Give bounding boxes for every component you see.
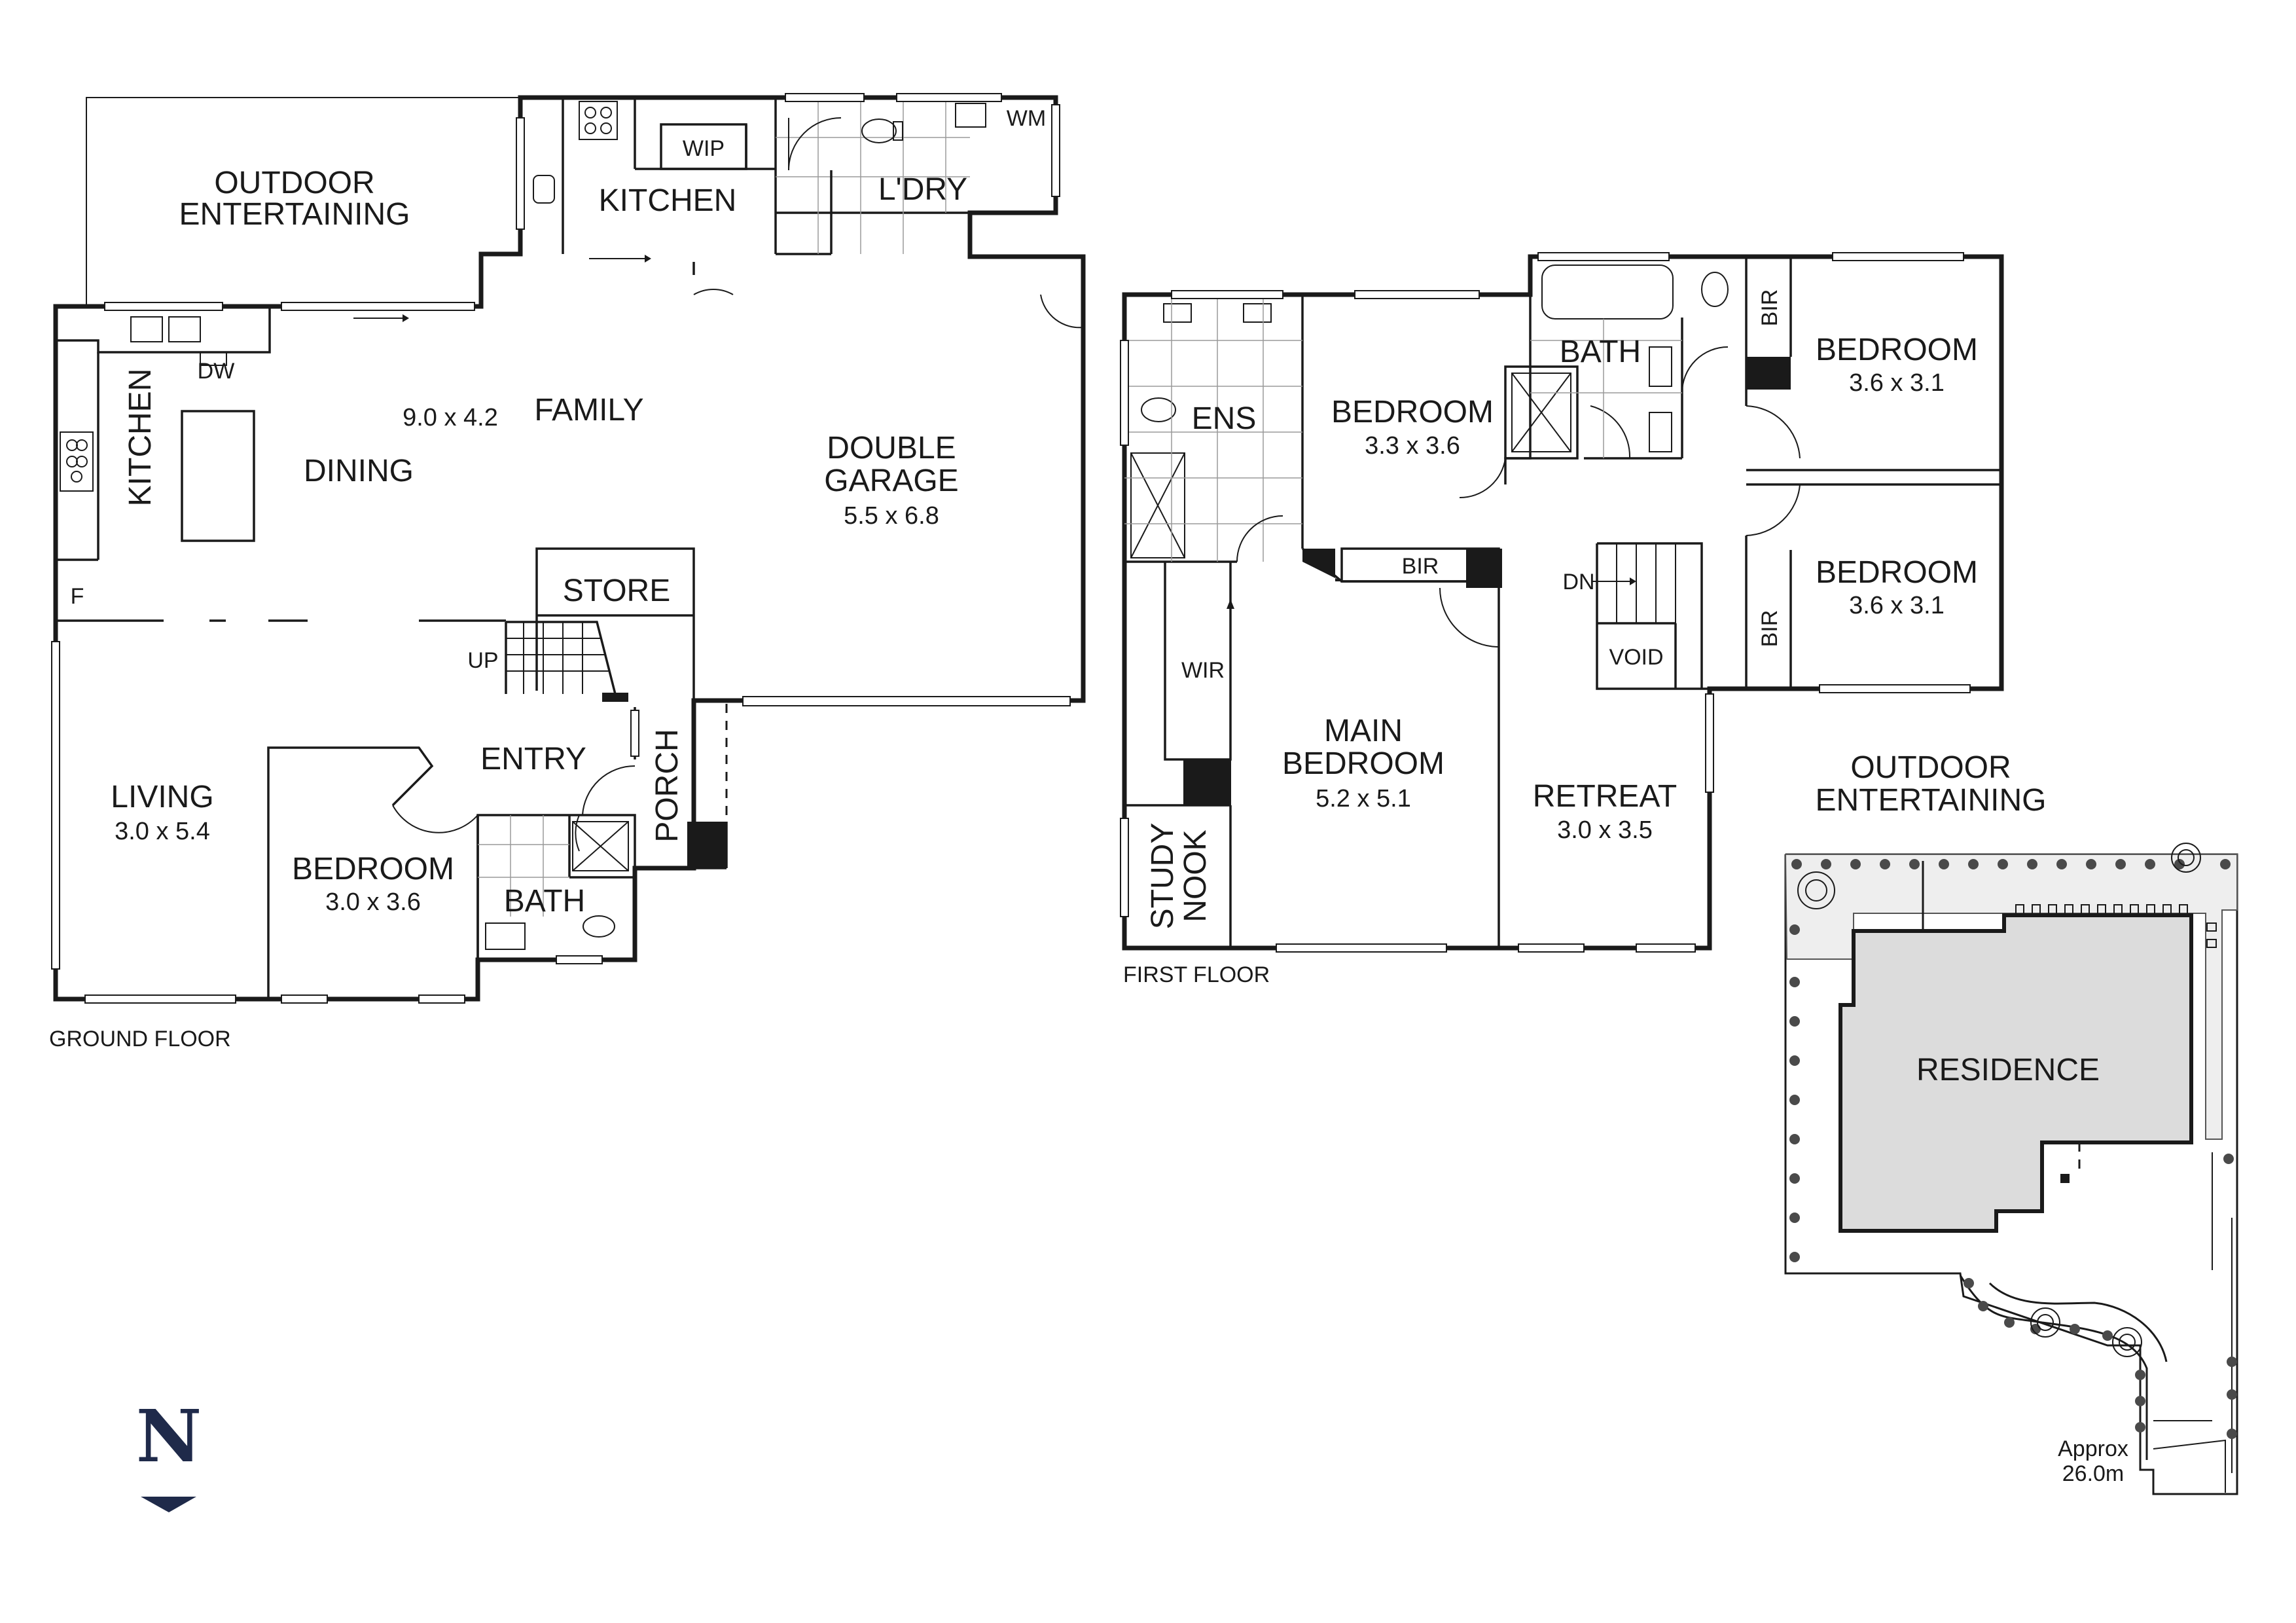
living-label: LIVING xyxy=(111,780,213,814)
main-cooktop-icon xyxy=(60,431,94,492)
ground-bath-tiles xyxy=(478,815,569,917)
fridge-label: F xyxy=(71,584,84,609)
ensuite-label: ENS xyxy=(1192,401,1257,436)
site-outdoor-label-1: OUTDOOR xyxy=(1850,750,2011,785)
wip-label: WIP xyxy=(683,136,725,161)
first-floor-plan: ENS BEDROOM 3.3 x 3.6 BATH BIR BEDROOM 3… xyxy=(1120,252,2004,987)
first-floor-label: FIRST FLOOR xyxy=(1123,962,1270,987)
bathtub-icon xyxy=(1541,264,1674,319)
kitchen-island xyxy=(181,410,255,542)
cooktop-icon xyxy=(579,101,618,140)
study-nook-label-2: NOOK xyxy=(1178,830,1213,922)
deck-boards xyxy=(2015,904,2217,948)
main-bedroom-dimension: 5.2 x 5.1 xyxy=(1316,785,1411,812)
up-label: UP xyxy=(467,648,498,673)
bedroom-bottom-right-label: BEDROOM xyxy=(1816,555,1978,590)
north-arrow-icon xyxy=(141,1497,196,1512)
site-plan: OUTDOOR ENTERTAINING RESIDENCE Approx 26… xyxy=(1784,750,2238,1495)
outdoor-entertaining-label-1: OUTDOOR xyxy=(214,166,374,200)
first-staircase-treads xyxy=(1616,543,1676,623)
ensuite-tiles xyxy=(1124,295,1302,562)
residence-footprint xyxy=(1839,913,2193,1233)
study-nook-label-1: STUDY xyxy=(1145,823,1180,930)
family-dimension: 9.0 x 4.2 xyxy=(403,404,498,431)
approx-label-1: Approx xyxy=(2058,1436,2128,1461)
first-bath-tiles xyxy=(1530,319,1682,458)
void-label: VOID xyxy=(1609,645,1663,670)
ensuite-shower-icon xyxy=(1130,452,1185,558)
living-dimension: 3.0 x 5.4 xyxy=(115,818,210,845)
ground-floor-label: GROUND FLOOR xyxy=(49,1027,231,1051)
double-garage-dimension: 5.5 x 6.8 xyxy=(844,502,939,530)
bedroom-mid-label: BEDROOM xyxy=(1331,395,1494,429)
north-letter: N xyxy=(136,1394,202,1478)
site-outdoor-label-2: ENTERTAINING xyxy=(1816,783,2047,818)
first-bath-label: BATH xyxy=(1560,335,1641,369)
bedroom-top-right-dimension: 3.6 x 3.1 xyxy=(1849,369,1945,397)
porch-label: PORCH xyxy=(650,729,685,842)
main-bedroom-label-1: MAIN xyxy=(1324,714,1403,748)
bir-mid-label: BIR xyxy=(1402,554,1439,579)
ground-bedroom-label: BEDROOM xyxy=(292,852,454,886)
retreat-dimension: 3.0 x 3.5 xyxy=(1557,816,1653,844)
dn-label: DN xyxy=(1562,570,1594,594)
dining-label: DINING xyxy=(304,454,414,488)
kitchen-side-label: KITCHEN xyxy=(123,369,158,507)
sink-icon xyxy=(168,316,201,342)
double-garage-label-1: DOUBLE xyxy=(827,431,956,465)
entry-label: ENTRY xyxy=(480,742,586,776)
ground-bath-label: BATH xyxy=(504,884,585,919)
bir-top-right-label: BIR xyxy=(1757,289,1782,327)
ground-floor-plan: OUTDOOR ENTERTAINING KITCHEN WIP L'DRY W… xyxy=(49,93,1086,1051)
family-label: FAMILY xyxy=(534,393,643,428)
bedroom-mid-dimension: 3.3 x 3.6 xyxy=(1365,432,1460,460)
bir-bottom-right-label: BIR xyxy=(1757,610,1782,647)
wir-label: WIR xyxy=(1181,658,1225,683)
approx-label-2: 26.0m xyxy=(2062,1461,2125,1486)
north-arrow: N xyxy=(136,1394,202,1512)
main-bedroom-label-2: BEDROOM xyxy=(1282,746,1444,781)
site-shrubs xyxy=(1789,859,2237,1439)
first-bath-shower-icon xyxy=(1511,373,1571,452)
laundry-label: L'DRY xyxy=(878,172,967,207)
outdoor-entertaining-label-2: ENTERTAINING xyxy=(179,197,410,232)
wm-label: WM xyxy=(1007,106,1046,131)
shower-icon xyxy=(572,821,629,871)
tree-icons xyxy=(1797,843,2201,1357)
residence-label: RESIDENCE xyxy=(1916,1053,2100,1087)
bedroom-top-right-label: BEDROOM xyxy=(1816,333,1978,367)
site-boundary xyxy=(1784,853,2238,1495)
dw-label: DW xyxy=(198,359,235,384)
double-garage-label-2: GARAGE xyxy=(824,464,958,498)
ground-bedroom-dimension: 3.0 x 3.6 xyxy=(325,888,421,916)
outdoor-paving xyxy=(1784,854,2238,1140)
bedroom-bottom-right-dimension: 3.6 x 3.1 xyxy=(1849,592,1945,619)
retreat-label: RETREAT xyxy=(1533,779,1677,814)
kitchen-upper-label: KITCHEN xyxy=(599,183,737,218)
store-label: STORE xyxy=(563,574,670,608)
staircase-treads xyxy=(506,622,609,694)
